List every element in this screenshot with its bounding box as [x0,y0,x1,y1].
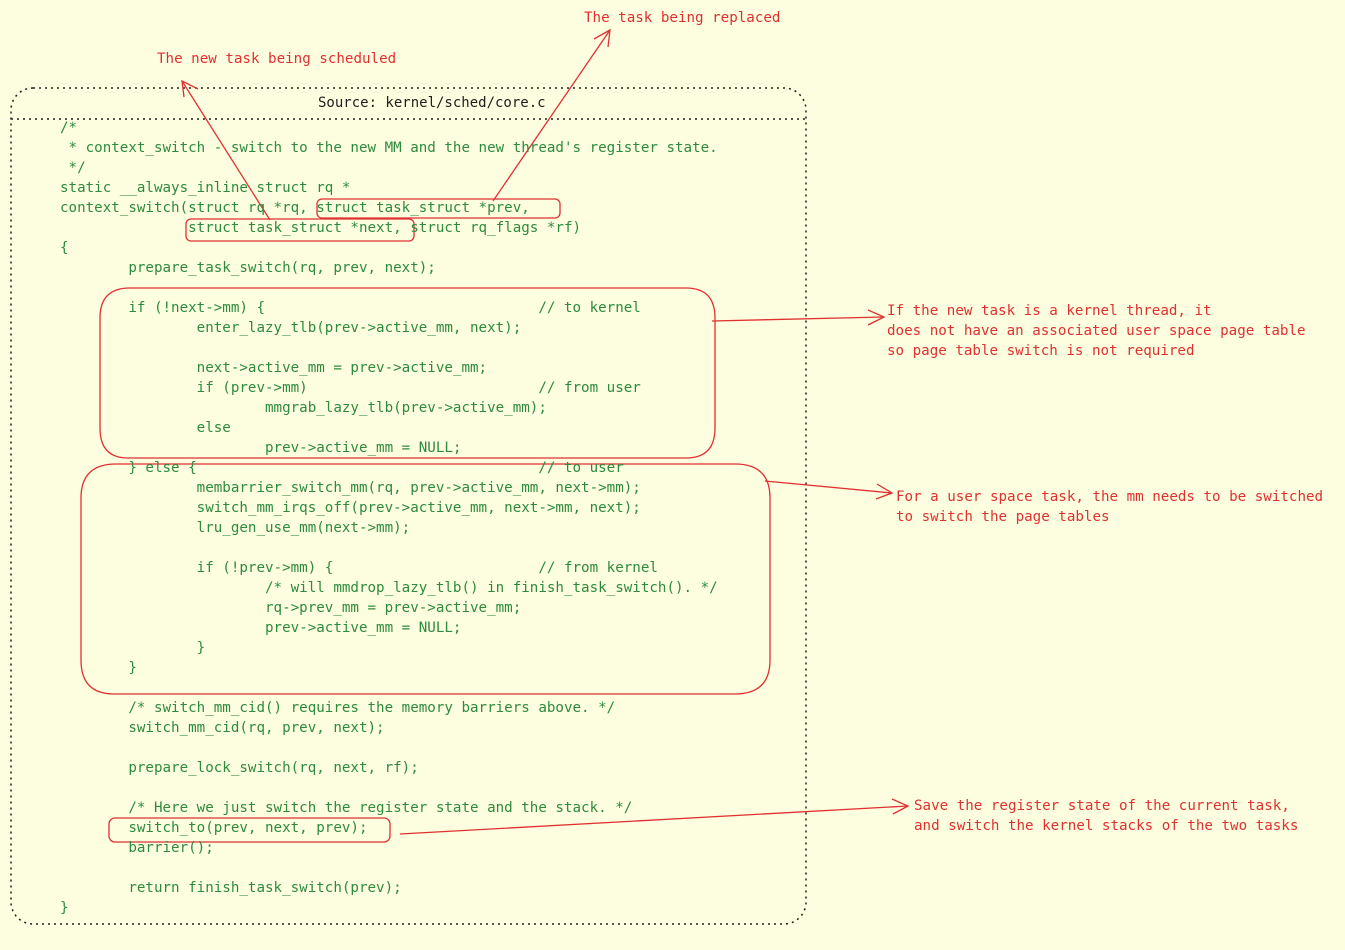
code-line: mmgrab_lazy_tlb(prev->active_mm); [60,400,547,416]
code-line: next->active_mm = prev->active_mm; [60,360,488,376]
code-line: return finish_task_switch(prev); [60,880,402,896]
code-line: lru_gen_use_mm(next->mm); [60,520,411,536]
switch-to-note-arrow [399,798,910,835]
code-line: { [60,240,69,256]
kernel-branch-highlight [99,287,716,459]
code-line: struct task_struct *next, struct rq_flag… [60,220,582,236]
code-line: } else { // to user [60,460,624,476]
code-line: /* switch_mm_cid() requires the memory b… [60,700,616,716]
code-line: prepare_lock_switch(rq, next, rf); [60,760,419,776]
note-line: so page table switch is not required [887,343,1195,359]
code-line: */ [60,160,86,176]
user-note-arrow [764,480,894,500]
code-line: rq->prev_mm = prev->active_mm; [60,600,522,616]
code-line: if (!next->mm) { // to kernel [60,300,641,316]
code-line: prev->active_mm = NULL; [60,440,462,456]
note-line: and switch the kernel stacks of the two … [914,818,1299,834]
code-line: /* will mmdrop_lazy_tlb() in finish_task… [60,580,718,596]
user-branch-highlight [80,463,771,695]
note-line: If the new task is a kernel thread, it [887,303,1212,319]
code-line: switch_to(prev, next, prev); [60,820,368,836]
switch-to-highlight [108,817,391,843]
code-line: enter_lazy_tlb(prev->active_mm, next); [60,320,522,336]
code-line: /* [60,120,78,136]
new-task-arrow [181,79,271,221]
code-line: prev->active_mm = NULL; [60,620,462,636]
kernel-note-arrow [711,309,886,326]
code-line: static __always_inline struct rq * [60,180,351,196]
replaced-task-label: The task being replaced [584,10,781,26]
code-line: membarrier_switch_mm(rq, prev->active_mm… [60,480,641,496]
prev-param-highlight [316,198,561,219]
note-line: to switch the page tables [896,509,1110,525]
code-line: if (!prev->mm) { // from kernel [60,560,658,576]
note-line: For a user space task, the mm needs to b… [896,489,1324,505]
note-line: does not have an associated user space p… [887,323,1306,339]
code-line: context_switch(struct rq *rq, struct tas… [60,200,530,216]
source-title: Source: kernel/sched/core.c [318,95,546,111]
code-line: else [60,420,231,436]
note-line: Save the register state of the current t… [914,798,1290,814]
code-line: } [60,660,137,676]
next-param-highlight [185,218,415,242]
new-task-label: The new task being scheduled [157,51,397,67]
code-line: switch_mm_cid(rq, prev, next); [60,720,385,736]
code-line: * context_switch - switch to the new MM … [60,140,718,156]
code-line: if (prev->mm) // from user [60,380,641,396]
code-line: prepare_task_switch(rq, prev, next); [60,260,436,276]
code-line: } [60,900,69,916]
source-frame [10,87,807,925]
code-line: barrier(); [60,840,214,856]
code-line: switch_mm_irqs_off(prev->active_mm, next… [60,500,641,516]
code-line: /* Here we just switch the register stat… [60,800,633,816]
code-line: } [60,640,206,656]
replaced-task-arrow [492,28,611,202]
